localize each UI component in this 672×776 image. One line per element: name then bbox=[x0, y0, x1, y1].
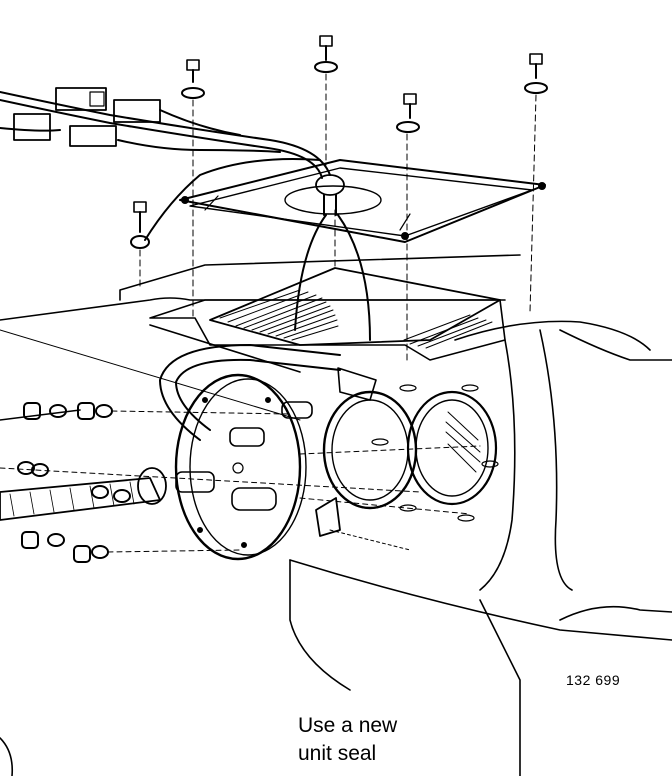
wiring-harness bbox=[0, 88, 370, 340]
sender-unit-flange bbox=[160, 345, 340, 559]
tank-mounting-ring bbox=[372, 385, 498, 521]
mounting-screws bbox=[131, 36, 547, 360]
figure-reference-number: 132 699 bbox=[566, 672, 621, 688]
cover-plate bbox=[180, 160, 545, 242]
sender-strainer bbox=[0, 468, 166, 520]
caption-line-2: unit seal bbox=[298, 742, 377, 765]
hose-clamp bbox=[316, 368, 410, 550]
body-panel-outline bbox=[0, 255, 672, 776]
callout-circle bbox=[0, 738, 12, 776]
tank-opening bbox=[150, 268, 505, 360]
caption-line-1: Use a new bbox=[298, 714, 398, 737]
unit-seal-ring bbox=[324, 392, 416, 508]
figure-caption: Use a new unit seal bbox=[298, 712, 397, 768]
flange-nuts bbox=[0, 330, 480, 562]
